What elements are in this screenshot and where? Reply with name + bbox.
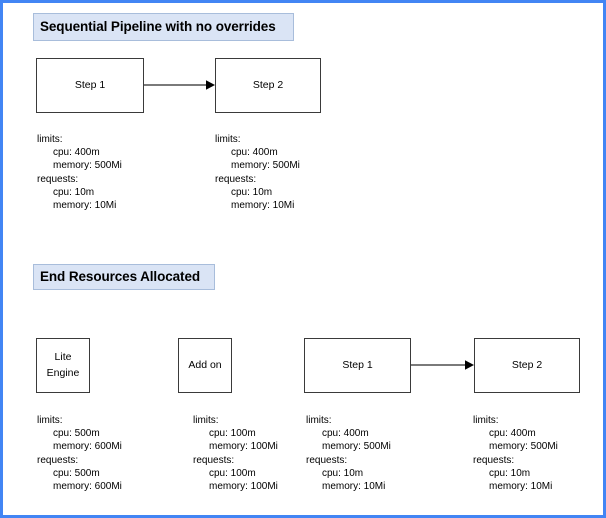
arrow-bottom-step1-to-step2	[411, 360, 474, 370]
requests-cpu: cpu: 10m	[53, 186, 95, 198]
limits-memory: memory: 600Mi	[53, 441, 122, 453]
node-top-step2: Step 2	[215, 58, 321, 113]
node-label: Step 2	[252, 78, 284, 91]
section-title-sequential-pipeline: Sequential Pipeline with no overrides	[33, 13, 294, 41]
arrow-top-step1-to-step2	[144, 80, 215, 90]
limits-memory: memory: 100Mi	[209, 441, 278, 453]
requests-memory: memory: 10Mi	[53, 200, 117, 212]
requests-memory: memory: 100Mi	[209, 481, 278, 493]
resources-bottom-step2: limits: cpu: 400m memory: 500Mi requests…	[473, 414, 558, 493]
section-title-end-resources-allocated: End Resources Allocated	[33, 264, 215, 290]
limits-label: limits:	[193, 415, 219, 426]
limits-label: limits:	[37, 134, 63, 145]
requests-cpu: cpu: 100m	[209, 467, 256, 479]
limits-cpu: cpu: 400m	[322, 428, 369, 440]
limits-memory: memory: 500Mi	[53, 160, 122, 172]
resources-top-step1: limits: cpu: 400m memory: 500Mi requests…	[37, 133, 122, 212]
node-bottom-step2: Step 2	[474, 338, 580, 393]
requests-memory: memory: 10Mi	[489, 481, 553, 493]
node-label-line-2: Engine	[46, 366, 80, 379]
resources-lite-engine: limits: cpu: 500m memory: 600Mi requests…	[37, 414, 122, 493]
limits-label: limits:	[306, 415, 332, 426]
requests-memory: memory: 10Mi	[231, 200, 295, 212]
resources-bottom-step1: limits: cpu: 400m memory: 500Mi requests…	[306, 414, 391, 493]
limits-cpu: cpu: 400m	[489, 428, 536, 440]
limits-label: limits:	[215, 134, 241, 145]
limits-cpu: cpu: 400m	[53, 147, 100, 159]
limits-label: limits:	[37, 415, 63, 426]
node-label-line-1: Lite	[54, 351, 72, 364]
requests-cpu: cpu: 500m	[53, 467, 100, 479]
node-label: Step 1	[74, 78, 106, 91]
requests-cpu: cpu: 10m	[489, 467, 531, 479]
resources-add-on: limits: cpu: 100m memory: 100Mi requests…	[193, 414, 278, 493]
requests-cpu: cpu: 10m	[322, 467, 364, 479]
requests-label: requests:	[37, 454, 79, 466]
node-label: Add on	[188, 358, 222, 371]
requests-label: requests:	[193, 454, 235, 466]
limits-label: limits:	[473, 415, 499, 426]
limits-cpu: cpu: 500m	[53, 428, 100, 440]
node-lite-engine: Lite Engine	[36, 338, 90, 393]
requests-label: requests:	[37, 173, 79, 185]
node-top-step1: Step 1	[36, 58, 144, 113]
limits-memory: memory: 500Mi	[322, 441, 391, 453]
limits-cpu: cpu: 100m	[209, 428, 256, 440]
requests-label: requests:	[473, 454, 515, 466]
requests-cpu: cpu: 10m	[231, 186, 273, 198]
node-label: Step 2	[511, 358, 543, 371]
requests-label: requests:	[306, 454, 348, 466]
limits-cpu: cpu: 400m	[231, 147, 278, 159]
requests-label: requests:	[215, 173, 257, 185]
node-add-on: Add on	[178, 338, 232, 393]
resources-top-step2: limits: cpu: 400m memory: 500Mi requests…	[215, 133, 300, 212]
limits-memory: memory: 500Mi	[489, 441, 558, 453]
requests-memory: memory: 600Mi	[53, 481, 122, 493]
node-bottom-step1: Step 1	[304, 338, 411, 393]
requests-memory: memory: 10Mi	[322, 481, 386, 493]
node-label: Step 1	[342, 358, 373, 371]
limits-memory: memory: 500Mi	[231, 160, 300, 172]
